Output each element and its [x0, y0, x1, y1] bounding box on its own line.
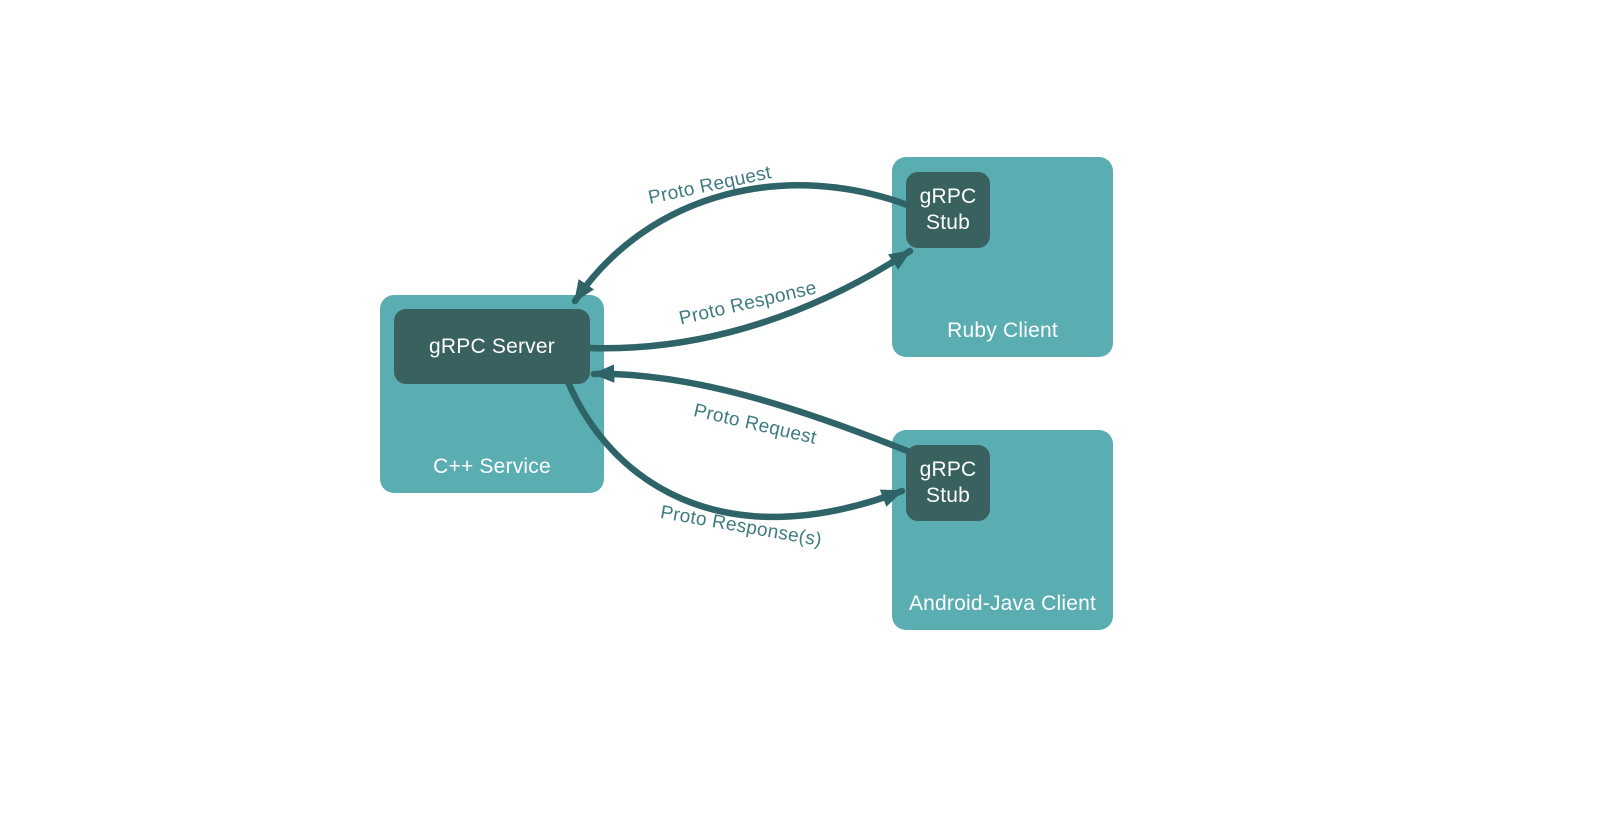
android-client-box: Android-Java Client [892, 430, 1113, 630]
ruby-grpc-stub-box: gRPC Stub [906, 172, 990, 248]
ruby-request-arrow [571, 182, 914, 305]
grpc-server-box: gRPC Server [394, 309, 590, 384]
android-request-arrow [590, 364, 914, 456]
android-response-arrow [564, 378, 906, 520]
android-grpc-stub-label-line2: Stub [926, 484, 970, 507]
ruby-grpc-stub-label-line2: Stub [926, 211, 970, 234]
grpc-server-label: gRPC Server [429, 334, 555, 358]
android-client-label: Android-Java Client [908, 592, 1097, 615]
android-grpc-stub-box: gRPC Stub [906, 445, 990, 521]
ruby-response-arrow [584, 247, 914, 352]
android-grpc-stub-label-line1: gRPC [919, 458, 977, 481]
cpp-service-label: C++ Service [433, 455, 551, 478]
ruby-grpc-stub-label-line1: gRPC [919, 185, 977, 208]
ruby-client-label: Ruby Client [947, 319, 1058, 342]
